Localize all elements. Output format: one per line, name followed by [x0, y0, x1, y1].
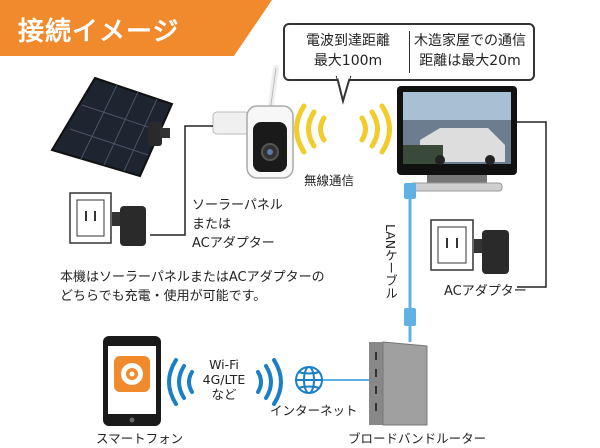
wifi-wave-icon-phone [167, 358, 283, 406]
monitor-icon [397, 86, 517, 192]
range-callout: 電波到達距離 最大100m 木造家屋での通信 距離は最大20m [283, 23, 535, 81]
ac-adapter-icon [112, 206, 146, 246]
power-option-or: または [192, 217, 232, 232]
smartphone-label: スマートフォン [96, 431, 184, 446]
header-banner [0, 0, 272, 56]
wireless-label: 無線通信 [304, 173, 355, 188]
solar-panel-icon [50, 76, 174, 178]
lan-cable [404, 183, 416, 342]
wifi-line2: 4G/LTE [202, 372, 246, 387]
smartphone-icon [103, 336, 161, 426]
monitor-adapter-label: ACアダプター [444, 284, 527, 299]
ac-adapter-icon-right [474, 230, 509, 274]
callout-range-line2: 最大100m [313, 53, 383, 69]
callout-range-max: 電波到達距離 最大100m [289, 31, 407, 71]
wifi-line1: Wi-Fi [209, 357, 239, 372]
power-option-solar: ソーラーパネル [192, 198, 283, 213]
camera-power-cable [184, 125, 213, 194]
callout-wood-line2: 距離は最大20m [419, 53, 521, 69]
internet-label: インターネット [270, 403, 358, 418]
router-label: ブロードバンドルーター [348, 431, 487, 446]
charging-note-line1: 本機はソーラーパネルまたはACアダプターの [60, 270, 325, 285]
page-title: 接続イメージ [18, 17, 180, 47]
wifi-wave-icon [294, 103, 392, 155]
monitor-power-cable [517, 121, 547, 288]
router-icon [369, 341, 428, 426]
callout-divider [409, 31, 410, 73]
callout-tail [335, 75, 352, 105]
charging-note-line2: どちらでも充電・使用が可能です。 [60, 289, 267, 304]
charging-note: 本機はソーラーパネルまたはACアダプターの どちらでも充電・使用が可能です。 [60, 268, 325, 306]
lan-cable-label: LANケーブル [383, 224, 398, 300]
power-options-label: ソーラーパネル または ACアダプター [192, 196, 283, 253]
outlet-icon-right [430, 219, 474, 271]
outlet-icon [69, 192, 112, 244]
camera-icon [212, 65, 294, 179]
callout-wood-line1: 木造家屋での通信 [414, 33, 526, 49]
wifi-line3: など [211, 387, 237, 402]
callout-range-line1: 電波到達距離 [306, 33, 390, 49]
callout-range-wood: 木造家屋での通信 距離は最大20m [411, 31, 529, 71]
wifi-label: Wi-Fi 4G/LTE など [198, 357, 250, 402]
power-option-ac: ACアダプター [192, 236, 275, 251]
globe-icon [295, 366, 323, 394]
